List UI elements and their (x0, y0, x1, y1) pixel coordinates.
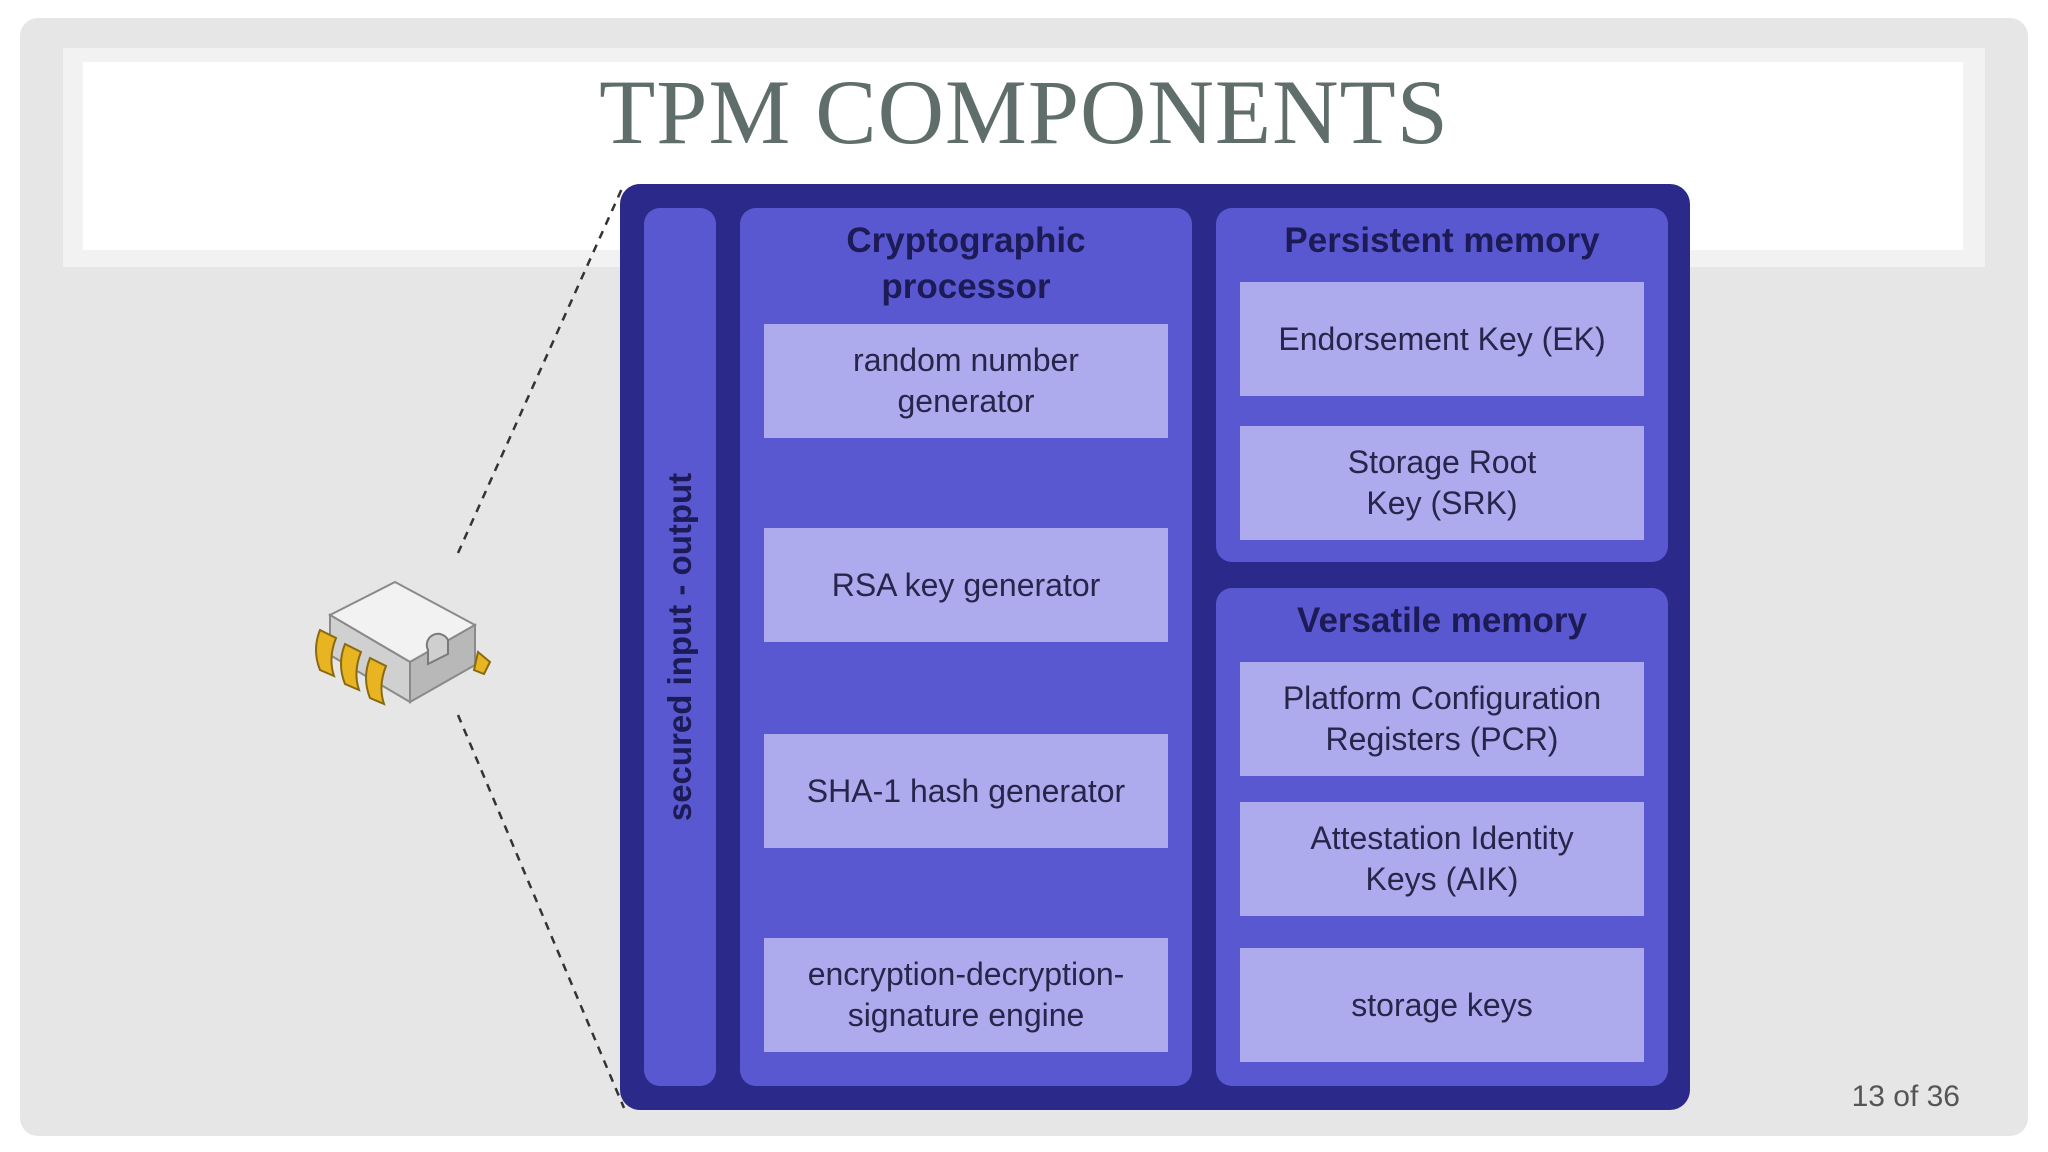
box-text-line: generator (897, 383, 1035, 419)
crypto-processor-title-line1: Cryptographic (846, 221, 1086, 260)
rsa-key-generator-box: RSA key generator (764, 528, 1168, 642)
page-number: 13 of 36 (1851, 1080, 1960, 1113)
box-text-line: random number (853, 342, 1079, 378)
persistent-memory-panel: Persistent memory Endorsement Key (EK) S… (1216, 208, 1668, 562)
sha1-hash-generator-box: SHA-1 hash generator (764, 734, 1168, 848)
tpm-diagram: secured input - output Cryptographic pro… (620, 184, 1690, 1110)
versatile-memory-title: Versatile memory (1297, 601, 1587, 640)
persistent-memory-title: Persistent memory (1284, 221, 1600, 260)
box-text-line: encryption-decryption- (807, 956, 1125, 992)
slide-title: TPM COMPONENTS (599, 61, 1449, 163)
pcr-box: Platform Configuration Registers (PCR) (1240, 662, 1644, 776)
storage-keys-box: storage keys (1240, 948, 1644, 1062)
aik-box: Attestation Identity Keys (AIK) (1240, 802, 1644, 916)
encryption-engine-box: encryption-decryption- signature engine (764, 938, 1168, 1052)
box-text-line: Attestation Identity (1310, 820, 1574, 856)
crypto-processor-panel: Cryptographic processor random number ge… (740, 208, 1192, 1086)
box-text-line: Endorsement Key (EK) (1278, 320, 1606, 357)
box-text-line: Platform Configuration (1282, 680, 1602, 716)
tpm-chip-icon (300, 570, 510, 740)
endorsement-key-box: Endorsement Key (EK) (1240, 282, 1644, 396)
versatile-memory-panel: Versatile memory Platform Configuration … (1216, 588, 1668, 1086)
box-text-line: Keys (AIK) (1365, 861, 1519, 897)
random-number-generator-box: random number generator (764, 324, 1168, 438)
crypto-processor-title-line2: processor (881, 267, 1051, 306)
box-text-line: Registers (PCR) (1325, 721, 1559, 757)
secured-io-bar: secured input - output (644, 208, 716, 1086)
box-text-line: signature engine (847, 997, 1085, 1033)
box-text-line: storage keys (1351, 986, 1533, 1023)
secured-io-label: secured input - output (661, 472, 698, 822)
box-text-line: SHA-1 hash generator (806, 772, 1126, 809)
box-text-line: Storage Root (1347, 444, 1537, 480)
storage-root-key-box: Storage Root Key (SRK) (1240, 426, 1644, 540)
box-text-line: RSA key generator (831, 566, 1101, 603)
box-text-line: Key (SRK) (1366, 485, 1518, 521)
